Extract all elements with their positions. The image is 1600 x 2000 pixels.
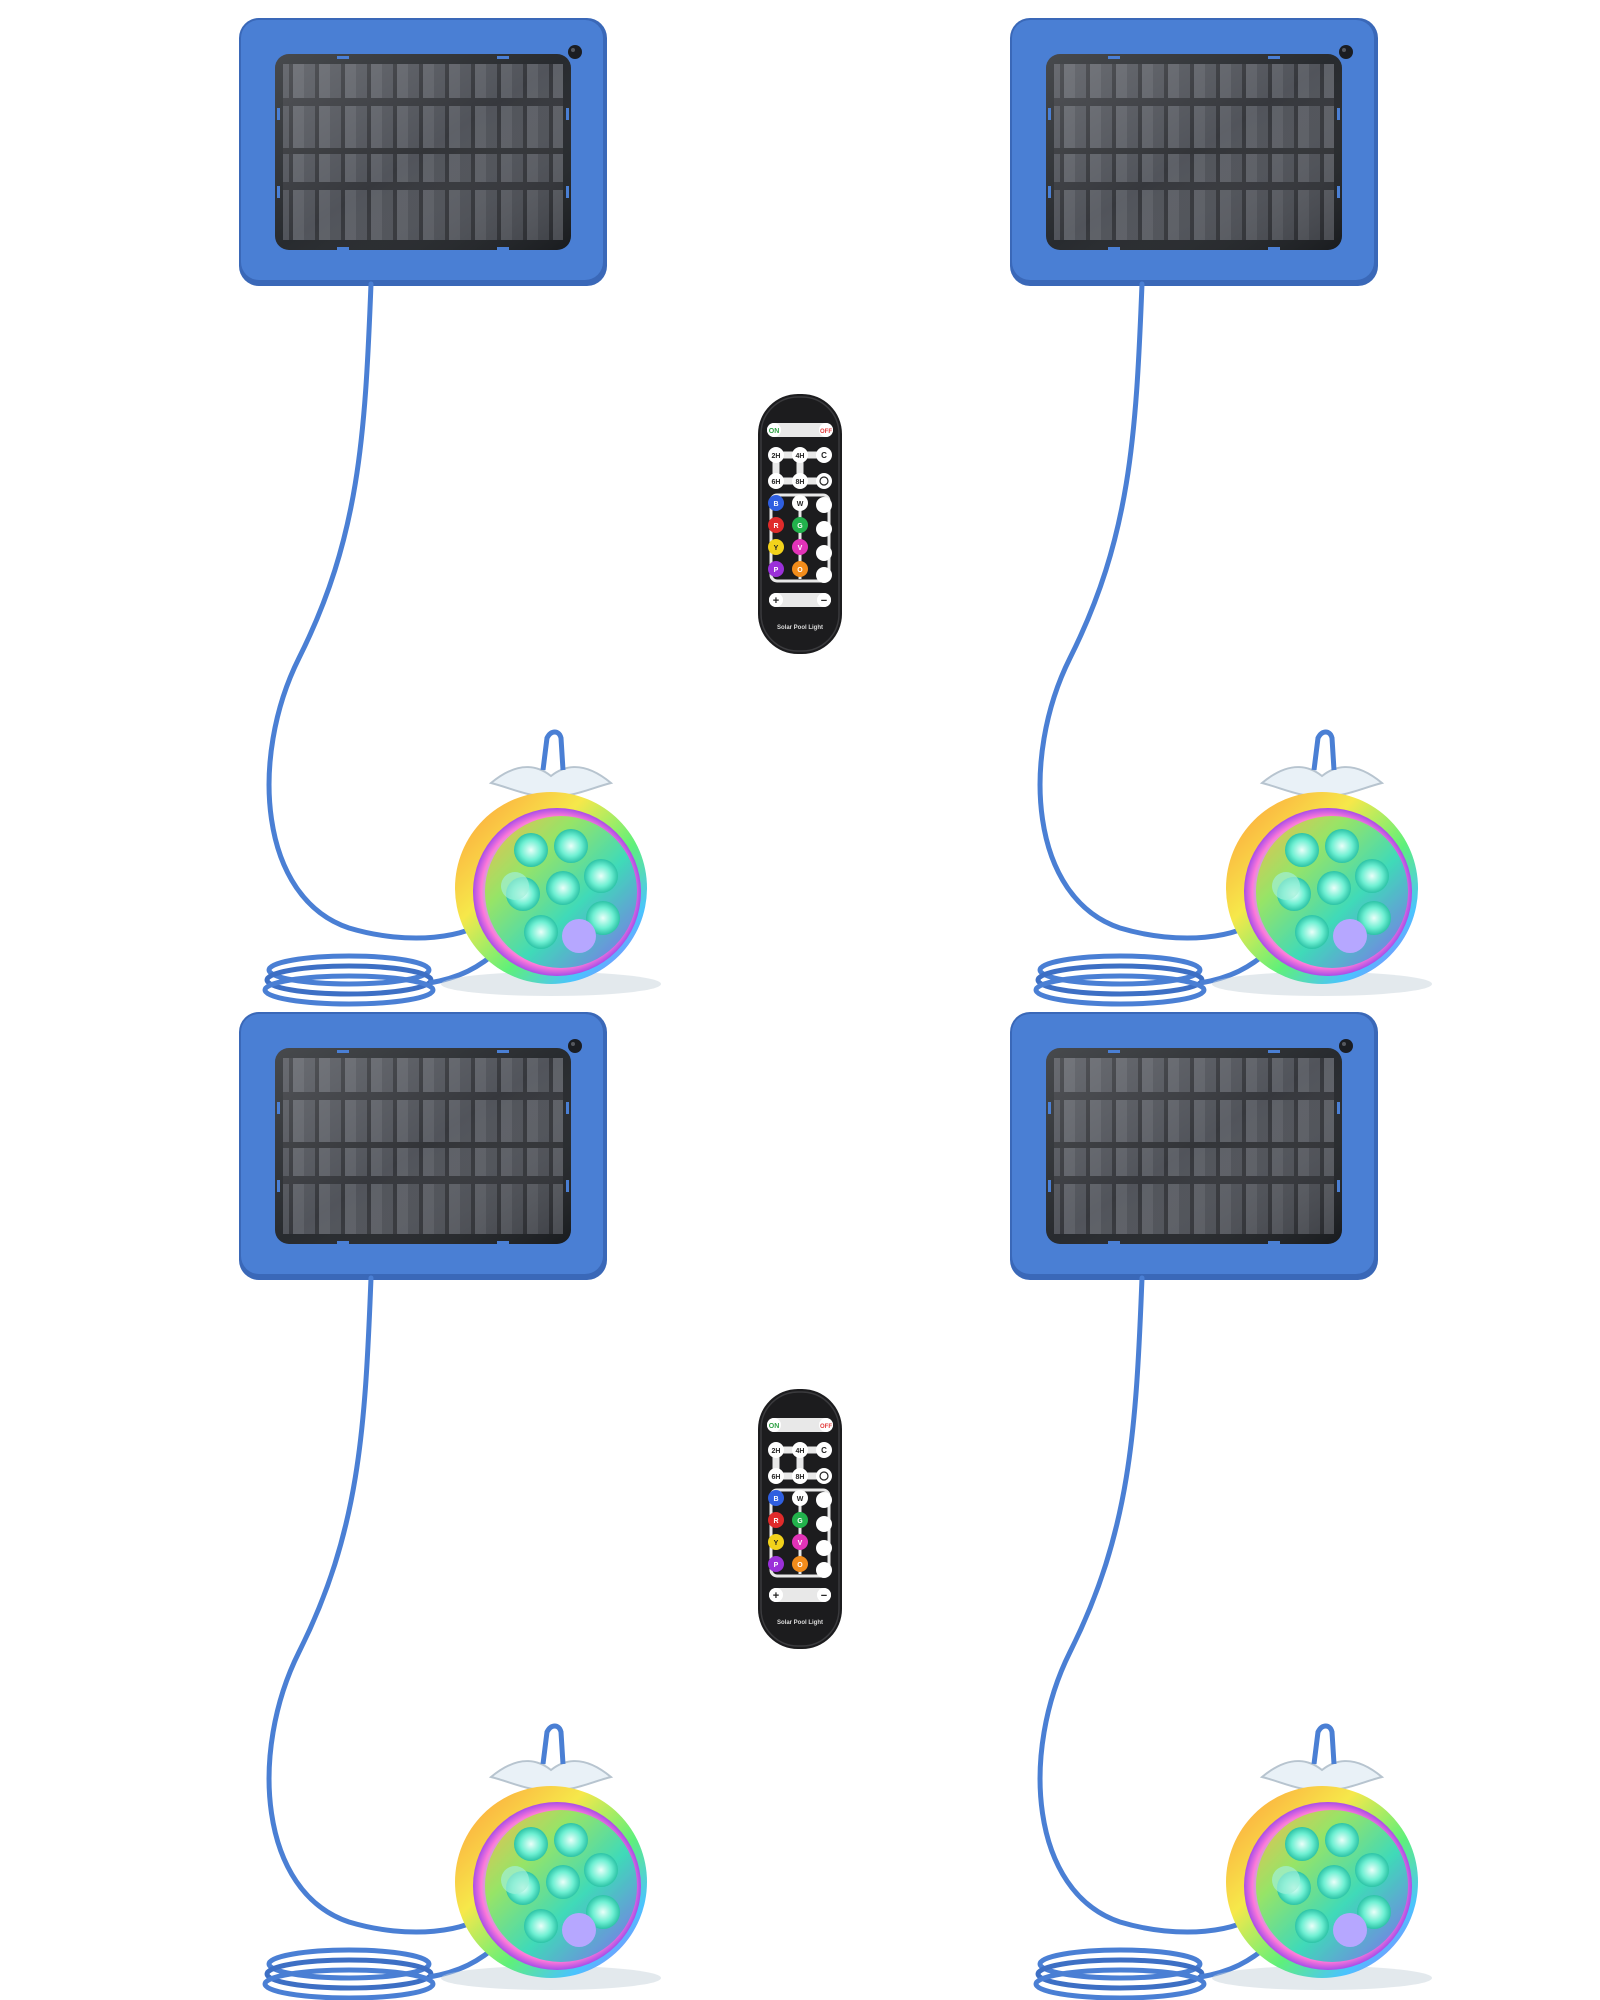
remote-6h-label: 6H [772,1474,781,1481]
product-set-3 [239,1012,661,1998]
remote-p-label: P [774,1562,779,1569]
remote-o-label: O [797,567,803,574]
remote-r-label: R [773,523,778,530]
remote-plus-label: + [773,1590,779,1602]
remote-cancel-label: C [821,1446,827,1455]
remote-plus-label: + [773,595,779,607]
remote-4h-label: 4H [796,453,805,460]
alarm-clock-icon [816,1468,832,1484]
remote-g-label: G [797,1518,803,1525]
remote-p-label: P [774,567,779,574]
remote-control-2: ON OFF 2H 4H C 6H 8H B W R G Y V P [757,1388,843,1650]
remote-v-label: V [798,545,803,552]
product-set-1 [239,18,661,1004]
remote-caption: Solar Pool Light [777,625,823,631]
remote-b-label: B [773,501,778,508]
alarm-clock-icon [816,473,832,489]
remote-y-label: Y [774,1540,779,1547]
remote-4h-label: 4H [796,1448,805,1455]
remote-off-label: OFF [820,1424,832,1430]
remote-2h-label: 2H [772,453,781,460]
product-set-2 [1010,18,1432,1004]
remote-r-label: R [773,1518,778,1525]
remote-on-label: ON [769,428,780,435]
remote-minus-label: − [821,1590,827,1602]
remote-w-label: W [797,1496,804,1503]
product-set-4 [1010,1012,1432,1998]
remote-8h-label: 8H [796,479,805,486]
remote-b-label: B [773,1496,778,1503]
remote-o-label: O [797,1562,803,1569]
remote-caption: Solar Pool Light [777,1620,823,1626]
remote-w-label: W [797,501,804,508]
remote-v-label: V [798,1540,803,1547]
remote-2h-label: 2H [772,1448,781,1455]
remote-y-label: Y [774,545,779,552]
remote-control-1: ON OFF 2H 4H C 6H 8H B W R G Y V [757,393,843,655]
remote-g-label: G [797,523,803,530]
remote-on-label: ON [769,1423,780,1430]
remote-off-label: OFF [820,429,832,435]
remote-6h-label: 6H [772,479,781,486]
remote-cancel-label: C [821,451,827,460]
remote-minus-label: − [821,595,827,607]
remote-8h-label: 8H [796,1474,805,1481]
